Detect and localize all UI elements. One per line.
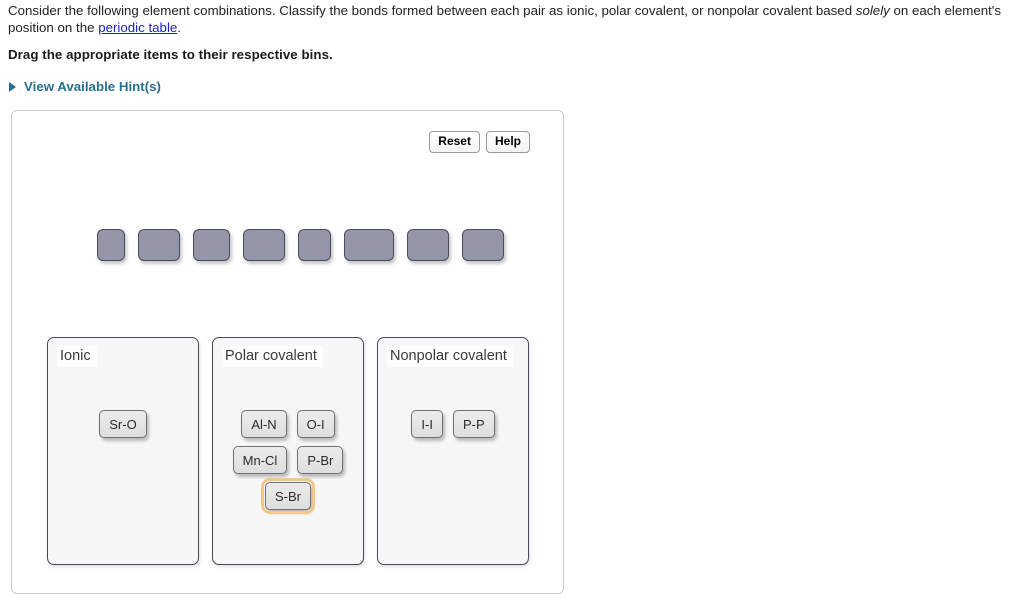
- empty-slot-5[interactable]: [298, 229, 331, 261]
- empty-slot-2[interactable]: [138, 229, 180, 261]
- tile-row: Mn-Cl P-Br: [232, 446, 344, 474]
- tile-row: S-Br: [261, 478, 315, 514]
- empty-slot-7[interactable]: [407, 229, 449, 261]
- question-text-part-2: on each element's position on the: [8, 3, 1001, 35]
- question-prompt: Consider the following element combinati…: [8, 2, 1008, 36]
- empty-slot-8[interactable]: [462, 229, 504, 261]
- question-emphasis-solely: solely: [855, 3, 890, 18]
- draggable-tile-o-i[interactable]: O-I: [296, 410, 335, 438]
- draggable-tile-al-n[interactable]: Al-N: [241, 410, 287, 438]
- question-text-part-1: Consider the following element combinati…: [8, 3, 856, 18]
- draggable-tile-mn-cl[interactable]: Mn-Cl: [232, 446, 288, 474]
- bin-body-ionic[interactable]: Sr-O: [48, 372, 198, 564]
- reset-button[interactable]: Reset: [429, 131, 480, 153]
- draggable-tile-i-i[interactable]: I-I: [411, 410, 443, 438]
- bin-title-ionic: Ionic: [57, 346, 97, 367]
- bin-body-nonpolar-covalent[interactable]: I-I P-P: [378, 372, 528, 564]
- draggable-tile-p-br[interactable]: P-Br: [297, 446, 344, 474]
- bin-title-nonpolar-covalent: Nonpolar covalent: [387, 346, 513, 367]
- item-tray: [97, 229, 517, 261]
- view-hints-toggle[interactable]: View Available Hint(s): [9, 79, 161, 94]
- tile-row: Sr-O: [99, 410, 147, 438]
- drag-instruction: Drag the appropriate items to their resp…: [8, 47, 333, 62]
- draggable-tile-sr-o[interactable]: Sr-O: [99, 410, 147, 438]
- view-hints-label: View Available Hint(s): [24, 79, 161, 94]
- tile-row: I-I P-P: [411, 410, 495, 438]
- draggable-tile-s-br[interactable]: S-Br: [261, 478, 315, 514]
- empty-slot-6[interactable]: [344, 229, 394, 261]
- activity-toolbar: Reset Help: [429, 131, 530, 153]
- empty-slot-3[interactable]: [193, 229, 230, 261]
- periodic-table-link[interactable]: periodic table: [98, 20, 178, 35]
- bin-title-polar-covalent: Polar covalent: [222, 346, 323, 367]
- help-button[interactable]: Help: [485, 131, 530, 153]
- empty-slot-4[interactable]: [243, 229, 285, 261]
- tile-row: Al-N O-I: [241, 410, 335, 438]
- question-text-end: .: [177, 20, 181, 35]
- draggable-tile-p-p[interactable]: P-P: [452, 410, 495, 438]
- empty-slot-1[interactable]: [97, 229, 125, 261]
- triangle-right-icon: [9, 81, 16, 92]
